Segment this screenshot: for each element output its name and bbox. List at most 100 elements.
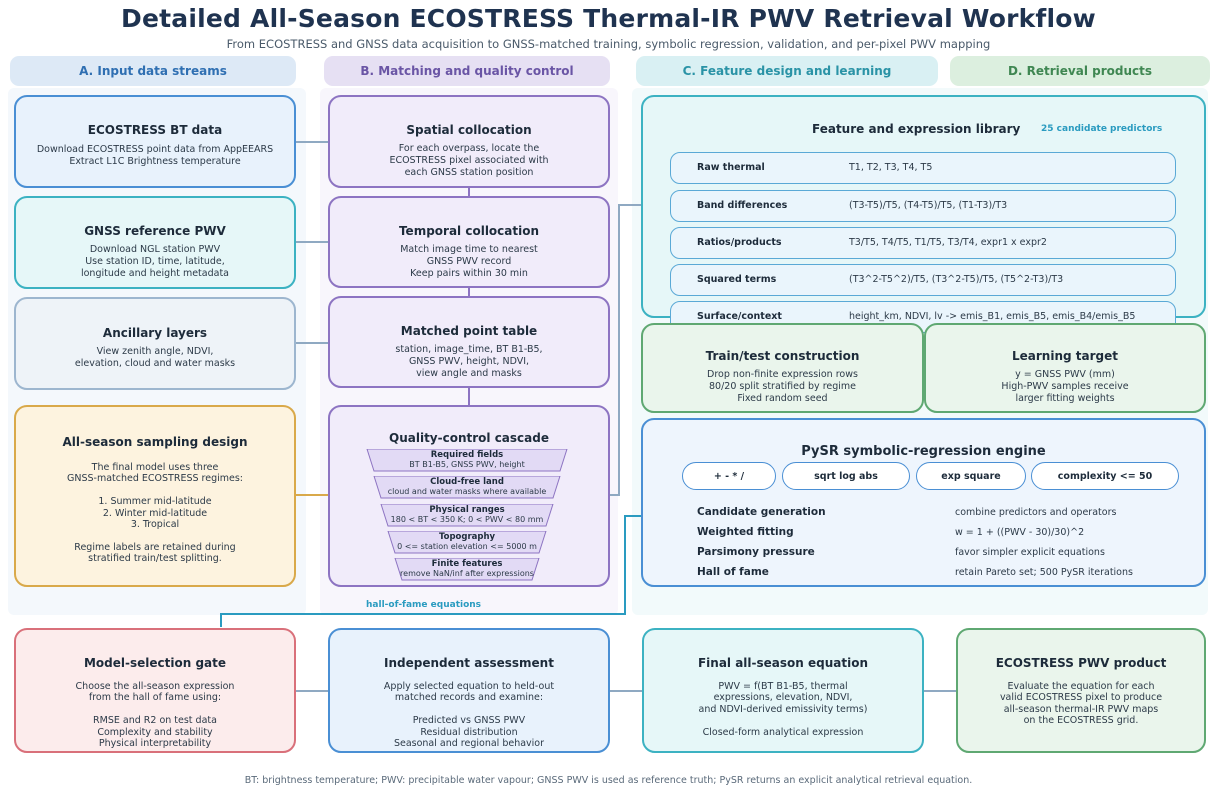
sampling-design-title: All-season sampling design bbox=[62, 435, 248, 449]
gnss-pwv-body: Download NGL station PWV Use station ID,… bbox=[80, 244, 230, 279]
column-header-d: D. Retrieval products bbox=[950, 56, 1210, 86]
independent-assessment-title: Independent assessment bbox=[384, 656, 554, 670]
connector-gnss-temporal bbox=[296, 241, 328, 243]
matched-point-table-box: Matched point table station, image_time,… bbox=[328, 296, 610, 388]
independent-assessment-box: Independent assessment Apply selected eq… bbox=[328, 628, 610, 753]
column-header-a: A. Input data streams bbox=[10, 56, 296, 86]
qc-step-shape bbox=[380, 504, 554, 527]
qc-step-shape bbox=[394, 558, 540, 581]
spatial-collocation-title: Spatial collocation bbox=[406, 123, 532, 137]
matched-point-table-body: station, image_time, BT B1-B5, GNSS PWV,… bbox=[395, 344, 543, 379]
feature-row-value: T3/T5, T4/T5, T1/T5, T3/T4, expr1 x expr… bbox=[849, 237, 1047, 248]
qc-step-shape bbox=[387, 531, 547, 554]
model-selection-box: Model-selection gate Choose the all-seas… bbox=[14, 628, 296, 753]
feature-row-key: Ratios/products bbox=[697, 237, 782, 248]
qc-step-desc: BT B1-B5, GNSS PWV, height bbox=[409, 460, 525, 469]
qc-step-name: Topography bbox=[438, 532, 496, 542]
train-test-title: Train/test construction bbox=[705, 349, 860, 363]
learning-target-box: Learning target y = GNSS PWV (mm) High-P… bbox=[924, 323, 1206, 413]
operator-pill: complexity <= 50 bbox=[1031, 462, 1179, 490]
qc-step: Physical ranges 180 < BT < 350 K; 0 < PW… bbox=[332, 504, 602, 527]
page-title: Detailed All-Season ECOSTRESS Thermal-IR… bbox=[121, 4, 1096, 33]
final-equation-box: Final all-season equation PWV = f(BT B1-… bbox=[642, 628, 924, 753]
final-equation-body: PWV = f(BT B1-B5, thermal expressions, e… bbox=[698, 681, 868, 738]
spatial-collocation-box: Spatial collocation For each overpass, l… bbox=[328, 95, 610, 188]
ecostress-bt-title: ECOSTRESS BT data bbox=[87, 123, 223, 137]
pysr-param-key: Parsimony pressure bbox=[697, 546, 815, 558]
qc-cascade-box: Quality-control cascade bbox=[328, 405, 610, 587]
connector-matched-qc bbox=[468, 388, 470, 406]
connector-qc-features bbox=[610, 494, 620, 496]
qc-step-name: Cloud-free land bbox=[430, 477, 504, 487]
qc-step-desc: remove NaN/inf after expressions bbox=[400, 569, 534, 578]
operator-pill: sqrt log abs bbox=[782, 462, 910, 490]
final-equation-title: Final all-season equation bbox=[697, 656, 869, 670]
connector-gate-assess bbox=[296, 690, 328, 692]
ecostress-bt-body: Download ECOSTRESS point data from AppEE… bbox=[36, 144, 274, 167]
ancillary-body: View zenith angle, NDVI, elevation, clou… bbox=[74, 346, 236, 369]
connector-hof-v1 bbox=[624, 515, 626, 615]
pysr-param-key: Hall of fame bbox=[697, 566, 769, 578]
gnss-pwv-box: GNSS reference PWV Download NGL station … bbox=[14, 196, 296, 289]
feature-row-value: (T3^2-T5^2)/T5, (T3^2-T5)/T5, (T5^2-T3)/… bbox=[849, 274, 1064, 285]
ancillary-title: Ancillary layers bbox=[102, 326, 208, 340]
qc-step: Topography 0 <= station elevation <= 500… bbox=[332, 531, 602, 554]
temporal-collocation-title: Temporal collocation bbox=[398, 224, 540, 238]
qc-step: Required fields BT B1-B5, GNSS PWV, heig… bbox=[332, 449, 602, 472]
feature-row-key: Raw thermal bbox=[697, 162, 765, 173]
column-header-c: C. Feature design and learning bbox=[636, 56, 938, 86]
pwv-product-box: ECOSTRESS PWV product Evaluate the equat… bbox=[956, 628, 1206, 753]
learning-target-body: y = GNSS PWV (mm) High-PWV samples recei… bbox=[1001, 369, 1129, 404]
learning-target-title: Learning target bbox=[1012, 349, 1118, 363]
hall-of-fame-label: hall-of-fame equations bbox=[366, 600, 482, 610]
connector-qc-features-h bbox=[618, 204, 642, 206]
ancillary-box: Ancillary layers View zenith angle, NDVI… bbox=[14, 297, 296, 390]
model-selection-title: Model-selection gate bbox=[83, 656, 227, 670]
pysr-param-value: retain Pareto set; 500 PySR iterations bbox=[955, 567, 1133, 578]
feature-row: Ratios/products T3/T5, T4/T5, T1/T5, T3/… bbox=[670, 227, 1176, 259]
feature-row-key: Surface/context bbox=[697, 311, 782, 322]
connector-hof-h2 bbox=[220, 613, 626, 615]
pysr-param-key: Candidate generation bbox=[697, 506, 826, 518]
connector-hof-h1 bbox=[624, 515, 642, 517]
connector-assess-equation bbox=[610, 690, 642, 692]
column-header-b: B. Matching and quality control bbox=[324, 56, 610, 86]
independent-assessment-body: Apply selected equation to held-out matc… bbox=[383, 681, 555, 749]
qc-step-name: Required fields bbox=[430, 450, 504, 460]
train-test-body: Drop non-finite expression rows 80/20 sp… bbox=[707, 369, 858, 404]
pysr-engine-title: PySR symbolic-regression engine bbox=[801, 444, 1046, 459]
qc-step-shape bbox=[366, 449, 568, 472]
connector-ecostress-spatial bbox=[296, 141, 328, 143]
qc-step-shape bbox=[373, 476, 561, 499]
feature-count-badge: 25 candidate predictors bbox=[1041, 124, 1163, 134]
pwv-product-title: ECOSTRESS PWV product bbox=[995, 656, 1167, 670]
connector-spatial-temporal bbox=[468, 188, 470, 196]
matched-point-table-title: Matched point table bbox=[400, 324, 538, 338]
sampling-design-box: All-season sampling design The final mod… bbox=[14, 405, 296, 587]
qc-step-desc: 0 <= station elevation <= 5000 m bbox=[397, 542, 537, 551]
pysr-param-key: Weighted fitting bbox=[697, 526, 794, 538]
qc-step: Finite features remove NaN/inf after exp… bbox=[332, 558, 602, 581]
feature-row: Band differences (T3-T5)/T5, (T4-T5)/T5,… bbox=[670, 190, 1176, 222]
operator-pill: exp square bbox=[916, 462, 1026, 490]
temporal-collocation-box: Temporal collocation Match image time to… bbox=[328, 196, 610, 288]
connector-sampling-qc bbox=[296, 494, 328, 496]
pysr-engine-box bbox=[641, 418, 1206, 587]
ecostress-bt-box: ECOSTRESS BT data Download ECOSTRESS poi… bbox=[14, 95, 296, 188]
feature-row-key: Squared terms bbox=[697, 274, 777, 285]
qc-step: Cloud-free land cloud and water masks wh… bbox=[332, 476, 602, 499]
feature-library-title: Feature and expression library bbox=[812, 122, 1021, 136]
footer-note: BT: brightness temperature; PWV: precipi… bbox=[244, 775, 973, 786]
train-test-box: Train/test construction Drop non-finite … bbox=[641, 323, 924, 413]
pysr-param-value: favor simpler explicit equations bbox=[955, 547, 1105, 558]
pysr-param-value: combine predictors and operators bbox=[955, 507, 1117, 518]
feature-row-value: (T3-T5)/T5, (T4-T5)/T5, (T1-T3)/T3 bbox=[849, 200, 1008, 211]
qc-step-desc: cloud and water masks where available bbox=[387, 487, 547, 496]
temporal-collocation-body: Match image time to nearest GNSS PWV rec… bbox=[400, 244, 538, 279]
page-subtitle: From ECOSTRESS and GNSS data acquisition… bbox=[226, 37, 991, 51]
connector-ancillary-matched bbox=[296, 342, 328, 344]
qc-step-name: Physical ranges bbox=[429, 505, 505, 515]
feature-row: Squared terms (T3^2-T5^2)/T5, (T3^2-T5)/… bbox=[670, 264, 1176, 296]
qc-step-name: Finite features bbox=[431, 559, 503, 569]
connector-temporal-matched bbox=[468, 288, 470, 296]
